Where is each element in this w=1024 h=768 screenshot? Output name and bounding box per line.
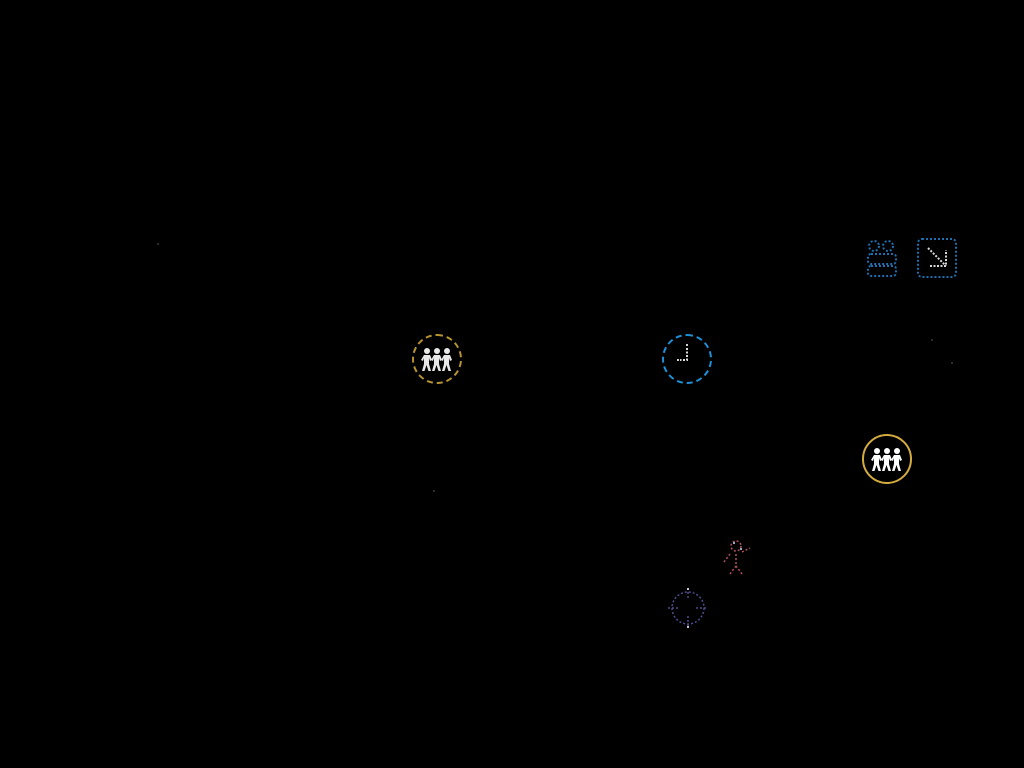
star-speck	[951, 362, 953, 364]
star-speck	[157, 243, 159, 245]
team-swap-marker[interactable]	[864, 236, 960, 280]
figure-marker[interactable]	[716, 536, 760, 580]
group-marker-2[interactable]	[862, 434, 912, 484]
team-swap-icon	[867, 238, 957, 278]
marker-ring	[662, 334, 712, 384]
crosshair-icon	[668, 588, 708, 628]
group-marker-1[interactable]	[412, 334, 462, 384]
paper-dolls-icon	[871, 448, 902, 471]
clock-marker[interactable]	[662, 334, 712, 384]
marker-ring	[862, 434, 912, 484]
target-marker[interactable]	[664, 584, 712, 632]
star-speck	[931, 339, 933, 341]
clock-icon	[677, 344, 688, 361]
star-speck	[433, 490, 435, 492]
broken-figure-icon	[723, 540, 751, 575]
marker-ring	[412, 334, 462, 384]
paper-dolls-icon	[421, 348, 452, 371]
